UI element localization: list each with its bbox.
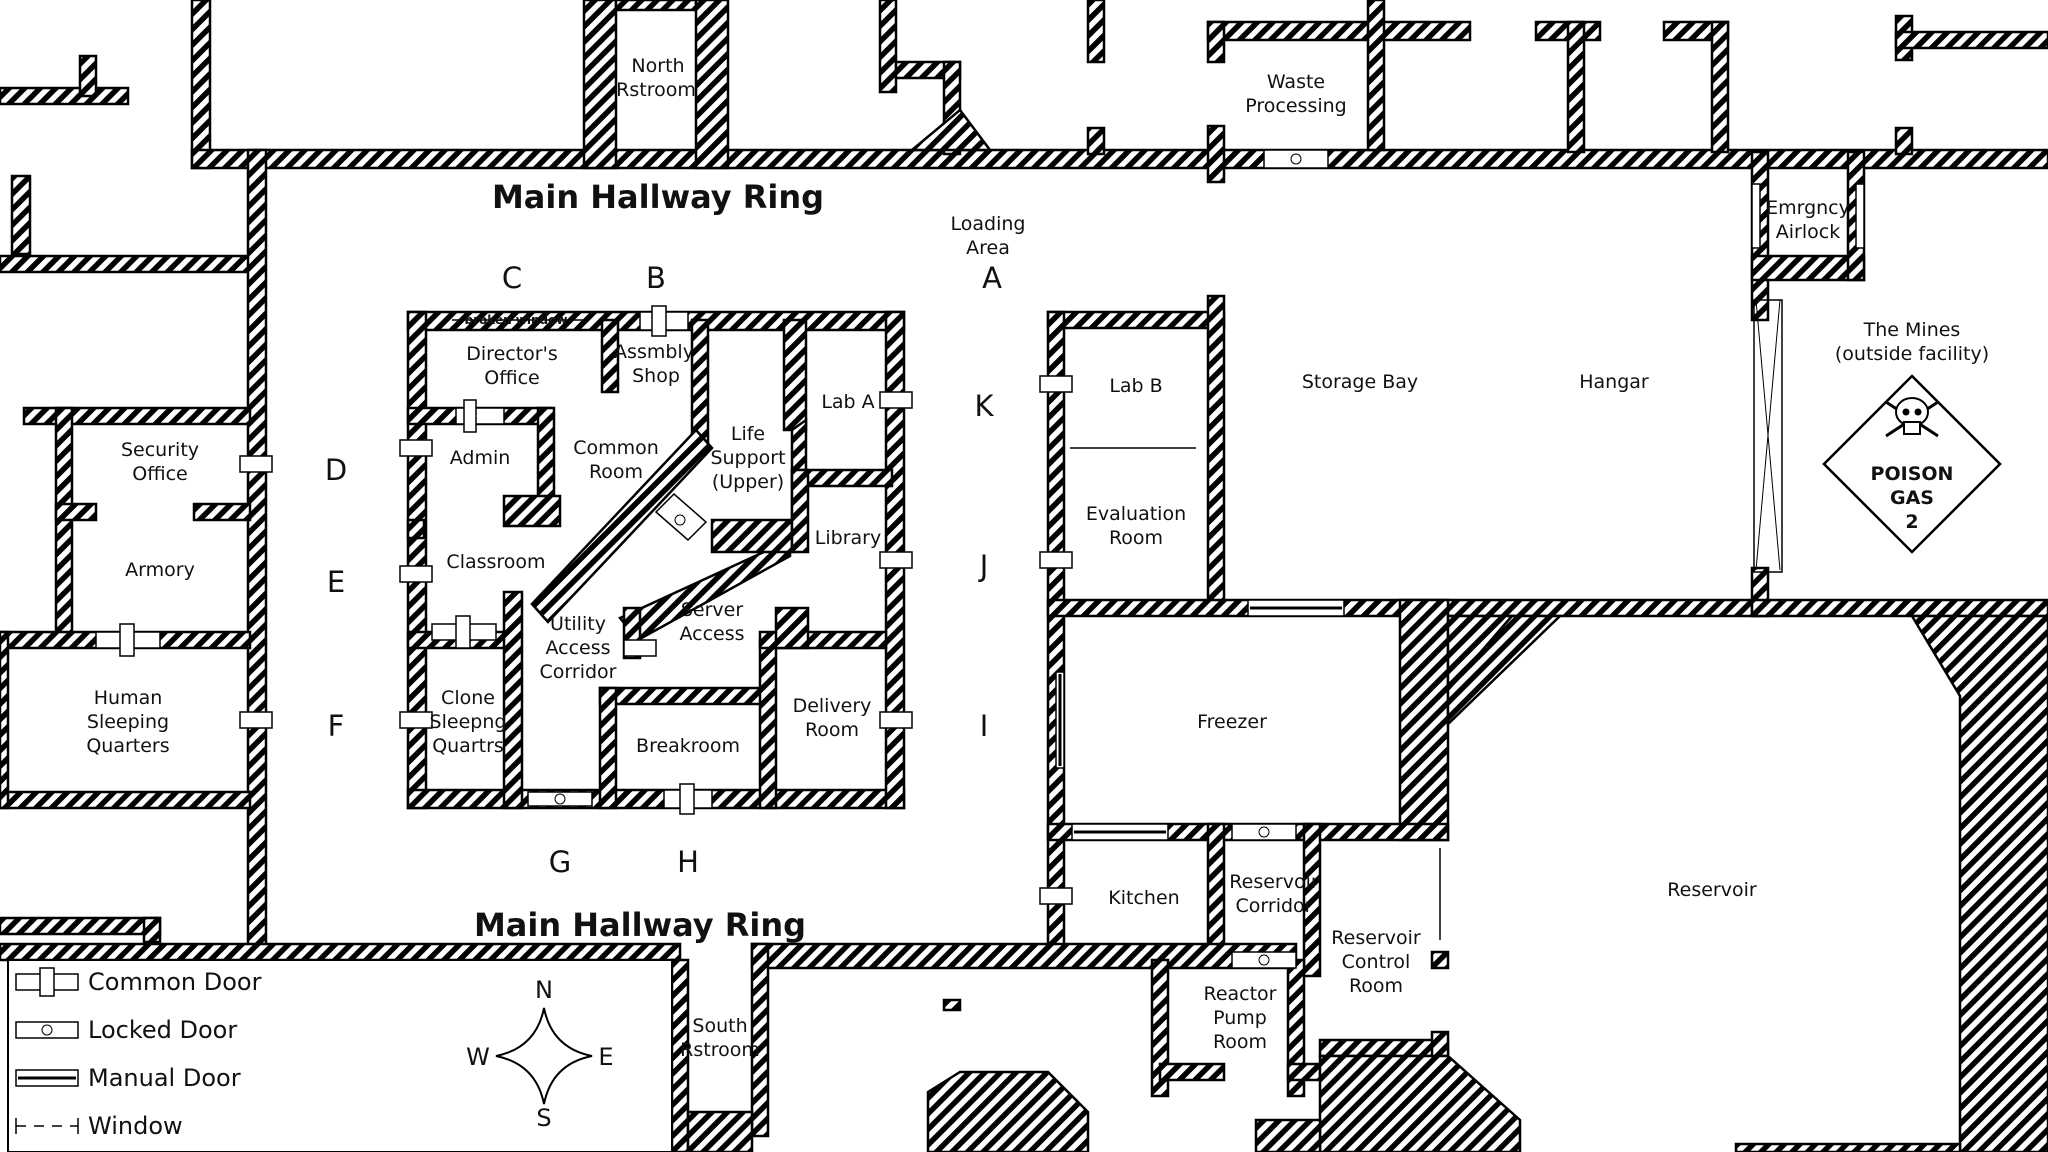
room-loading-area-2: Area bbox=[966, 237, 1010, 259]
legend-manual-door: Manual Door bbox=[88, 1064, 241, 1092]
broken-window-note: broken window bbox=[465, 313, 568, 327]
room-assembly-shop-2: Shop bbox=[632, 365, 680, 387]
room-clone-sleeping-1: Clone bbox=[441, 687, 495, 709]
door-letter-c: C bbox=[502, 261, 522, 295]
door-letter-h: H bbox=[677, 845, 699, 879]
room-reservoir-control-1: Reservoir bbox=[1331, 927, 1421, 949]
room-waste-processing-2: Processing bbox=[1245, 95, 1346, 117]
room-directors-office-1: Director's bbox=[466, 343, 557, 365]
room-clone-sleeping-3: Quartrs bbox=[432, 735, 504, 757]
room-labels: North Rstroom Waste Processing Loading A… bbox=[86, 55, 1989, 1061]
room-delivery-room-1: Delivery bbox=[793, 695, 872, 717]
room-north-restroom-1: North bbox=[631, 55, 684, 77]
room-hangar: Hangar bbox=[1579, 371, 1649, 393]
compass-n: N bbox=[535, 976, 553, 1004]
compass-s: S bbox=[536, 1104, 551, 1132]
hazard-line-2: GAS bbox=[1890, 487, 1934, 509]
room-lab-a: Lab A bbox=[821, 391, 874, 413]
legend: Common Door Locked Door Manual Door Wind… bbox=[7, 959, 673, 1152]
poison-gas-sign: POISON GAS 2 bbox=[1822, 374, 2002, 554]
compass-w: W bbox=[466, 1043, 490, 1071]
room-common-room-1: Common bbox=[573, 437, 659, 459]
hazard-line-3: 2 bbox=[1905, 511, 1918, 533]
hazard-line-1: POISON bbox=[1871, 463, 1954, 485]
door-letter-d: D bbox=[325, 453, 347, 487]
room-assembly-shop-1: Assmbly bbox=[614, 341, 694, 363]
room-the-mines-1: The Mines bbox=[1863, 319, 1961, 341]
skull-crossbones-icon bbox=[1885, 397, 1939, 438]
door-letter-f: F bbox=[328, 709, 345, 743]
door-letter-k: K bbox=[974, 389, 994, 423]
compass-rose-icon: N S E W bbox=[466, 976, 613, 1132]
room-evaluation-room-2: Room bbox=[1109, 527, 1163, 549]
room-server-access-2: Access bbox=[679, 623, 744, 645]
door-letter-j: J bbox=[978, 549, 989, 583]
room-human-sleeping-3: Quarters bbox=[86, 735, 169, 757]
doors bbox=[95, 149, 1865, 969]
legend-manual-door-icon bbox=[15, 1069, 79, 1087]
door-letter-g: G bbox=[549, 845, 571, 879]
legend-common-door: Common Door bbox=[88, 968, 262, 996]
door-letter-a: A bbox=[982, 261, 1002, 295]
room-library: Library bbox=[815, 527, 881, 549]
legend-locked-door: Locked Door bbox=[88, 1016, 237, 1044]
room-utility-access-1: Utility bbox=[550, 613, 606, 635]
room-admin: Admin bbox=[450, 447, 511, 469]
room-life-support-3: (Upper) bbox=[712, 471, 784, 493]
room-human-sleeping-1: Human bbox=[94, 687, 163, 709]
room-server-access-1: Server bbox=[681, 599, 743, 621]
room-security-office-1: Security bbox=[121, 439, 199, 461]
room-reservoir-corridor-1: Reservoir bbox=[1229, 871, 1319, 893]
door-letter-e: E bbox=[327, 565, 345, 599]
room-security-office-2: Office bbox=[132, 463, 187, 485]
room-utility-access-2: Access bbox=[545, 637, 610, 659]
room-waste-processing-1: Waste bbox=[1267, 71, 1325, 93]
legend-locked-door-icon bbox=[15, 1021, 79, 1039]
room-life-support-2: Support bbox=[710, 447, 785, 469]
room-reactor-pump-1: Reactor bbox=[1203, 983, 1276, 1005]
door-letter-b: B bbox=[646, 261, 666, 295]
room-human-sleeping-2: Sleeping bbox=[87, 711, 169, 733]
room-common-room-2: Room bbox=[589, 461, 643, 483]
room-lab-b: Lab B bbox=[1109, 375, 1162, 397]
compass-e: E bbox=[598, 1043, 613, 1071]
legend-window-icon bbox=[15, 1118, 79, 1134]
room-storage-bay: Storage Bay bbox=[1302, 371, 1418, 393]
room-evaluation-room-1: Evaluation bbox=[1086, 503, 1186, 525]
room-reactor-pump-2: Pump bbox=[1213, 1007, 1267, 1029]
room-breakroom: Breakroom bbox=[636, 735, 740, 757]
room-south-restroom-1: South bbox=[692, 1015, 747, 1037]
hallway-header-top: Main Hallway Ring bbox=[492, 178, 824, 216]
room-reservoir: Reservoir bbox=[1667, 879, 1757, 901]
room-reservoir-control-3: Room bbox=[1349, 975, 1403, 997]
room-north-restroom-2: Rstroom bbox=[616, 79, 696, 101]
room-classroom: Classroom bbox=[446, 551, 545, 573]
door-letters: A B C D E F G H I J K bbox=[325, 261, 1002, 879]
room-emergency-airlock-2: Airlock bbox=[1776, 221, 1840, 243]
room-life-support-1: Life bbox=[731, 423, 765, 445]
room-reservoir-control-2: Control bbox=[1342, 951, 1411, 973]
legend-window: Window bbox=[88, 1112, 183, 1140]
hallway-header-bottom: Main Hallway Ring bbox=[474, 906, 806, 944]
room-emergency-airlock-1: Emrgncy bbox=[1766, 197, 1850, 219]
room-freezer: Freezer bbox=[1197, 711, 1267, 733]
room-kitchen: Kitchen bbox=[1108, 887, 1179, 909]
room-reservoir-corridor-2: Corridor bbox=[1236, 895, 1313, 917]
room-loading-area-1: Loading bbox=[951, 213, 1026, 235]
legend-common-door-icon bbox=[15, 967, 79, 997]
windows bbox=[452, 299, 1783, 940]
room-reactor-pump-3: Room bbox=[1213, 1031, 1267, 1053]
room-clone-sleeping-2: Sleepng bbox=[430, 711, 507, 733]
room-the-mines-2: (outside facility) bbox=[1835, 343, 1989, 365]
room-delivery-room-2: Room bbox=[805, 719, 859, 741]
room-south-restroom-2: Rstroom bbox=[680, 1039, 760, 1061]
room-armory: Armory bbox=[125, 559, 195, 581]
room-utility-access-3: Corridor bbox=[540, 661, 617, 683]
room-directors-office-2: Office bbox=[484, 367, 539, 389]
door-letter-i: I bbox=[980, 709, 989, 743]
